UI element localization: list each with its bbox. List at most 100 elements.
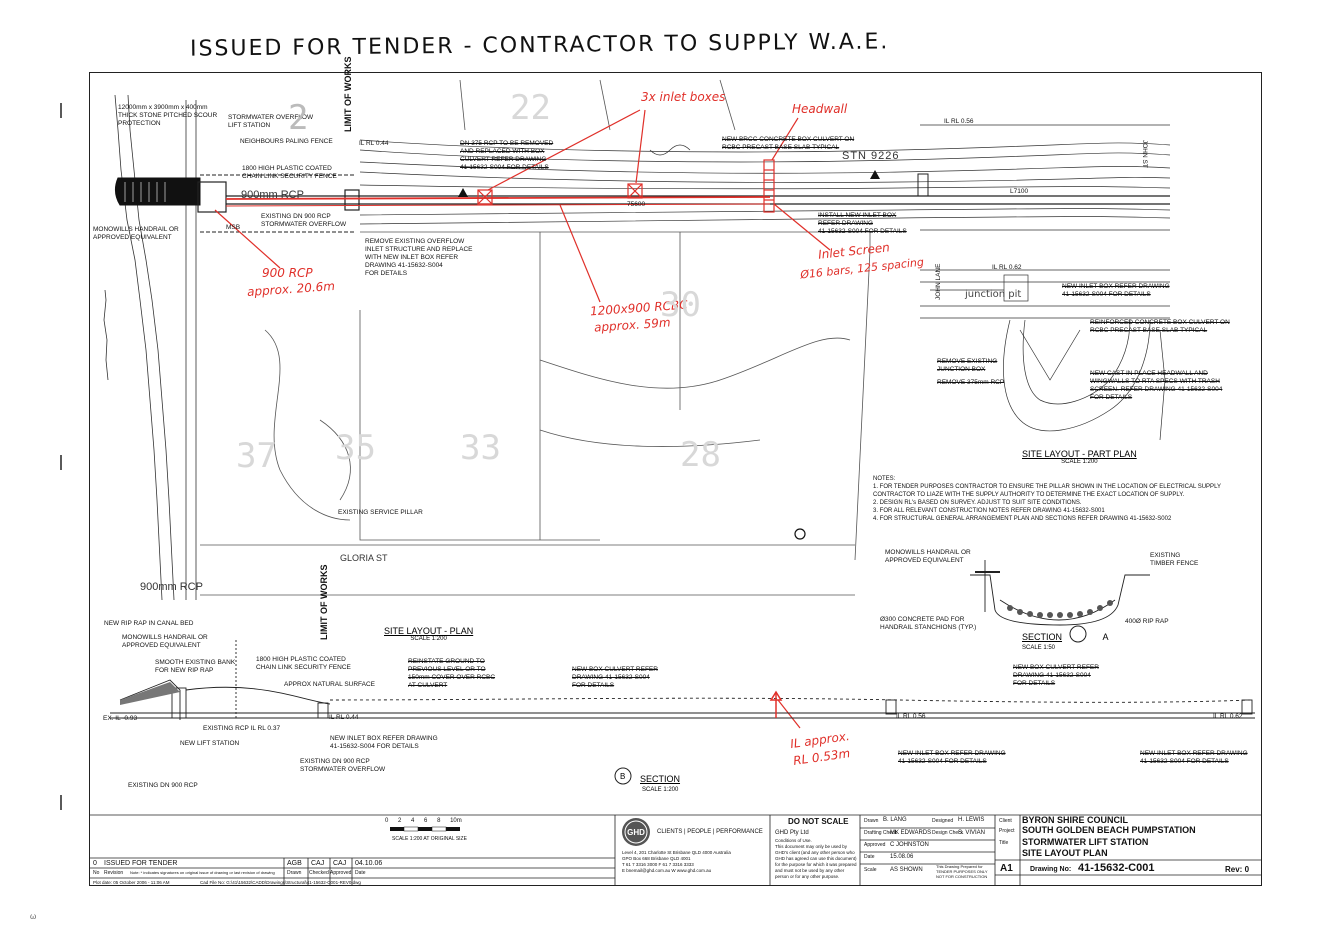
client-value: BYRON SHIRE COUNCIL bbox=[1022, 815, 1129, 825]
lot-number: 33 bbox=[460, 428, 501, 468]
label-il-rl-044: IL RL 0.44 bbox=[359, 140, 389, 147]
project-label: Project bbox=[999, 828, 1015, 834]
label-limit-of-works: LIMIT OF WORKS bbox=[343, 56, 353, 133]
rev-header-checked: Checked bbox=[309, 870, 329, 876]
rev-header-date: Date bbox=[355, 870, 366, 876]
label-900mm-rcp-bottom: 900mm RCP bbox=[140, 581, 203, 593]
section-b-existing-rcp: EXISTING RCP IL RL 0.37 bbox=[203, 725, 281, 732]
section-b-title: B SECTION SCALE 1:200 bbox=[620, 772, 681, 793]
label-il-rl-056: IL RL 0.56 bbox=[944, 118, 974, 125]
date-label: Date bbox=[864, 854, 875, 860]
drawn-value: B. LANG bbox=[883, 817, 907, 823]
annotation-headwall: Headwall bbox=[792, 102, 848, 116]
section-a-title: SECTION A SCALE 1:50 bbox=[1022, 632, 1109, 651]
notes-block: NOTES: 1. FOR TENDER PURPOSES CONTRACTOR… bbox=[873, 476, 1221, 522]
annotation-inlet-boxes: 3x inlet boxes bbox=[641, 90, 726, 104]
rev-checked: CAJ bbox=[311, 860, 325, 867]
rev-header-approved: Approved bbox=[330, 870, 352, 876]
company-tagline: CLIENTS | PEOPLE | PERFORMANCE bbox=[657, 829, 763, 835]
designed-label: Designed bbox=[932, 818, 954, 824]
rev-description: ISSUED FOR TENDER bbox=[104, 860, 178, 867]
design-check-value: S. VIVIAN bbox=[958, 830, 986, 836]
title-label: Title bbox=[999, 840, 1009, 846]
label-75600: 75600 bbox=[627, 201, 646, 208]
company-address: Level 4, 201 Charlotte St Brisbane QLD 4… bbox=[622, 850, 731, 873]
section-b-new-lift: NEW LIFT STATION bbox=[180, 740, 240, 747]
label-900mm-rcp: 900mm RCP bbox=[241, 189, 304, 201]
rev-drawn: AGB bbox=[287, 860, 302, 867]
sheet-size: A1 bbox=[1000, 863, 1013, 874]
rev-header-revision: Revision bbox=[104, 870, 124, 876]
label-msb: MSB bbox=[226, 224, 241, 231]
lot-number: 30 bbox=[660, 285, 701, 325]
scale-value: AS SHOWN bbox=[890, 867, 923, 873]
label-l7100: L7100 bbox=[1010, 188, 1029, 195]
cad-file: Cad File No: G:\41\15632\CADD\Drawings\S… bbox=[200, 880, 361, 885]
section-b-il-rl-056: IL RL 0.56 bbox=[896, 713, 926, 720]
svg-text:GHD: GHD bbox=[627, 828, 645, 837]
rev-number: 0 bbox=[93, 860, 97, 867]
annotation-900-rcp: 900 RCP bbox=[262, 266, 313, 280]
project-value: SOUTH GOLDEN BEACH PUMPSTATION bbox=[1022, 825, 1196, 835]
drawn-label: Drawn bbox=[864, 818, 879, 824]
section-b-surface: APPROX NATURAL SURFACE bbox=[284, 681, 376, 688]
lot-number: 2 bbox=[288, 98, 309, 138]
conditions-of-use: Conditions of Use.This document may only… bbox=[775, 838, 857, 879]
section-b-il-rl-062: IL RL 0.62 bbox=[1213, 713, 1243, 720]
title-line-1: STORMWATER LIFT STATION bbox=[1022, 837, 1149, 847]
rev-date: 04.10.06 bbox=[355, 860, 383, 867]
drafting-check-label: Drafting Check bbox=[864, 830, 898, 836]
label-stn: STN 9226 bbox=[842, 150, 900, 162]
label-service-pillar: EXISTING SERVICE PILLAR bbox=[338, 509, 423, 516]
plot-date: Plot date: 05 October 2006 - 11:06 AM bbox=[93, 880, 170, 885]
client-label: Client bbox=[999, 818, 1012, 824]
part-plan-remove-rcp: REMOVE 375mm RCP bbox=[937, 379, 1005, 386]
part-plan-il-rl: IL RL 0.62 bbox=[992, 264, 1022, 271]
do-not-scale: DO NOT SCALE bbox=[788, 817, 849, 826]
ghd-pty: GHD Pty Ltd bbox=[775, 830, 809, 836]
drawing-sheet bbox=[89, 72, 1262, 886]
label-paling-fence: NEIGHBOURS PALING FENCE bbox=[240, 138, 333, 145]
revision-value: Rev: 0 bbox=[1225, 865, 1250, 874]
part-plan-junction-pit: junction pit bbox=[965, 289, 1022, 300]
rev-header-note: Note: * indicates signatures on original… bbox=[130, 870, 275, 875]
rev-approved: CAJ bbox=[333, 860, 347, 867]
rev-header-drawn: Drawn bbox=[287, 870, 302, 876]
footer-mark: ω bbox=[30, 912, 37, 921]
lot-number: 28 bbox=[680, 435, 721, 475]
scale-bar-label: SCALE 1:200 AT ORIGINAL SIZE bbox=[392, 836, 467, 842]
section-b-rip-rap: NEW RIP RAP IN CANAL BED bbox=[104, 620, 194, 627]
scale-label: Scale bbox=[864, 867, 877, 873]
label-gloria-st: GLORIA ST bbox=[340, 553, 388, 563]
designed-value: H. LEWIS bbox=[958, 817, 985, 823]
rev-header-no: No bbox=[93, 870, 100, 876]
approved-label: Approved bbox=[864, 842, 886, 848]
lot-number: 37 bbox=[236, 436, 277, 476]
section-b-ex-il: EX. IL -0.93 bbox=[103, 715, 138, 722]
lot-number: 35 bbox=[335, 428, 376, 468]
drawing-no-value: 41-15632-C001 bbox=[1078, 862, 1155, 874]
